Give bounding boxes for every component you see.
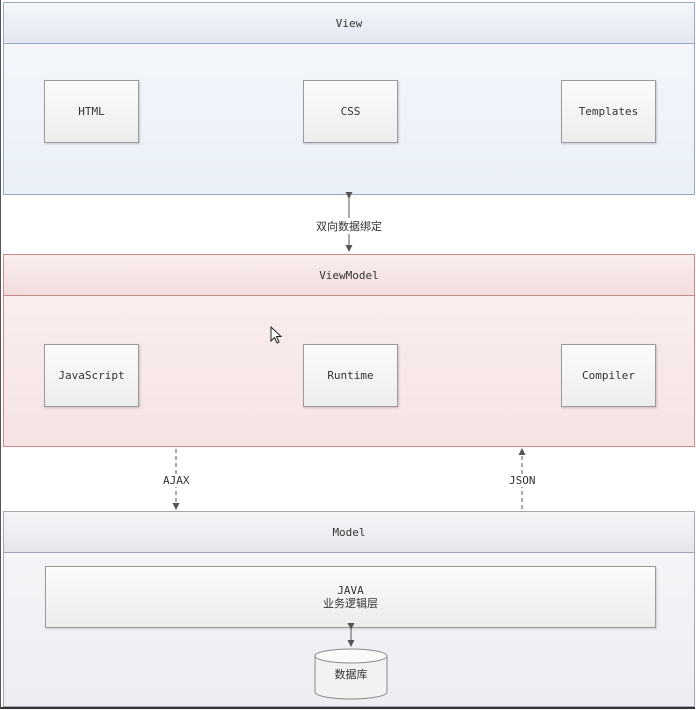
html-label: HTML bbox=[78, 105, 105, 118]
html-box: HTML bbox=[44, 80, 139, 143]
compiler-box: Compiler bbox=[561, 344, 656, 407]
mouse-cursor-icon bbox=[270, 325, 283, 347]
view-title: View bbox=[335, 16, 363, 30]
javascript-box: JavaScript bbox=[44, 344, 139, 407]
model-header: Model bbox=[4, 512, 694, 553]
binding-label: 双向数据绑定 bbox=[314, 218, 384, 234]
model-layer: Model JAVA 业务逻辑层 数据库 bbox=[3, 511, 695, 707]
ajax-label: AJAX bbox=[161, 474, 192, 487]
database-label: 数据库 bbox=[334, 668, 368, 681]
business-line1: JAVA bbox=[337, 584, 364, 597]
javascript-label: JavaScript bbox=[58, 369, 125, 382]
css-label: CSS bbox=[340, 105, 361, 118]
business-line2: 业务逻辑层 bbox=[323, 597, 378, 610]
css-box: CSS bbox=[303, 80, 398, 143]
runtime-box: Runtime bbox=[303, 344, 398, 407]
json-label: JSON bbox=[507, 474, 538, 487]
compiler-label: Compiler bbox=[582, 369, 635, 382]
viewmodel-header: ViewModel bbox=[4, 255, 694, 296]
viewmodel-title: ViewModel bbox=[319, 268, 379, 282]
viewmodel-layer: ViewModel JavaScript Runtime Compiler bbox=[3, 254, 695, 447]
templates-box: Templates bbox=[561, 80, 656, 143]
view-layer: View HTML CSS Templates bbox=[3, 2, 695, 195]
runtime-label: Runtime bbox=[327, 369, 374, 382]
business-logic-box: JAVA 业务逻辑层 bbox=[45, 566, 656, 628]
view-header: View bbox=[4, 3, 694, 44]
model-title: Model bbox=[332, 525, 366, 539]
templates-label: Templates bbox=[578, 105, 639, 118]
database-cylinder: 数据库 bbox=[314, 648, 388, 700]
